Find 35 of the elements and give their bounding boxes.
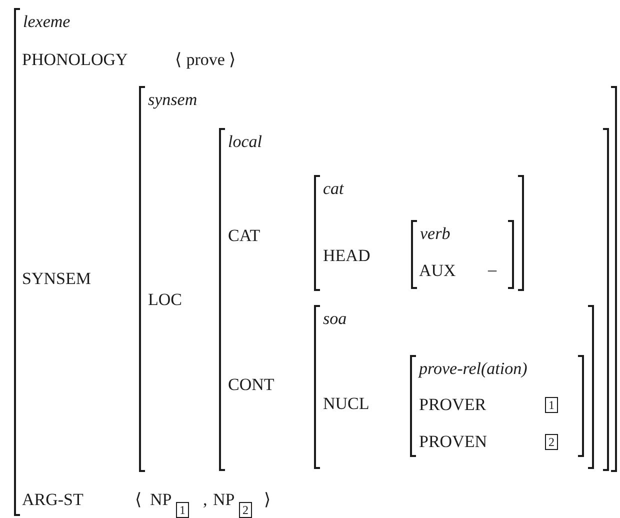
type-label: synsem xyxy=(148,90,198,110)
feature-label: ARG-ST xyxy=(22,490,84,510)
value-text: NP xyxy=(213,490,235,510)
attribute-value-matrix xyxy=(314,175,524,291)
type-label: verb xyxy=(420,224,450,244)
feature-label: HEAD xyxy=(323,246,370,266)
type-label: prove-rel(ation) xyxy=(419,359,528,379)
feature-label: PROVER xyxy=(419,395,486,415)
feature-label: AUX xyxy=(419,261,456,281)
feature-label: CONT xyxy=(228,375,274,395)
angle-bracket: ⟨ xyxy=(135,490,142,510)
feature-label: SYNSEM xyxy=(22,269,91,289)
tag-box: 1 xyxy=(545,397,558,413)
attribute-value-matrix xyxy=(139,86,617,472)
feature-label: PHONOLOGY xyxy=(22,50,128,70)
attribute-value-matrix xyxy=(219,128,609,471)
type-label: soa xyxy=(323,309,347,329)
type-label: local xyxy=(228,132,262,152)
angle-bracket: ⟩ xyxy=(264,490,271,510)
value-text: , xyxy=(203,490,208,510)
tag-box: 1 xyxy=(176,502,189,518)
value-text: ⟨ prove ⟩ xyxy=(175,50,236,70)
feature-label: NUCL xyxy=(323,394,370,414)
attribute-value-matrix xyxy=(411,220,514,289)
attribute-value-matrix xyxy=(410,355,584,457)
type-label: lexeme xyxy=(23,12,70,32)
feature-label: CAT xyxy=(228,226,260,246)
tag-box: 2 xyxy=(239,502,252,518)
value-text: NP xyxy=(150,490,172,510)
type-label: cat xyxy=(323,179,344,199)
value-text: – xyxy=(488,260,496,280)
attribute-value-matrix xyxy=(314,305,594,469)
feature-label: LOC xyxy=(148,290,182,310)
feature-label: PROVEN xyxy=(419,432,488,452)
tag-box: 2 xyxy=(545,434,558,450)
